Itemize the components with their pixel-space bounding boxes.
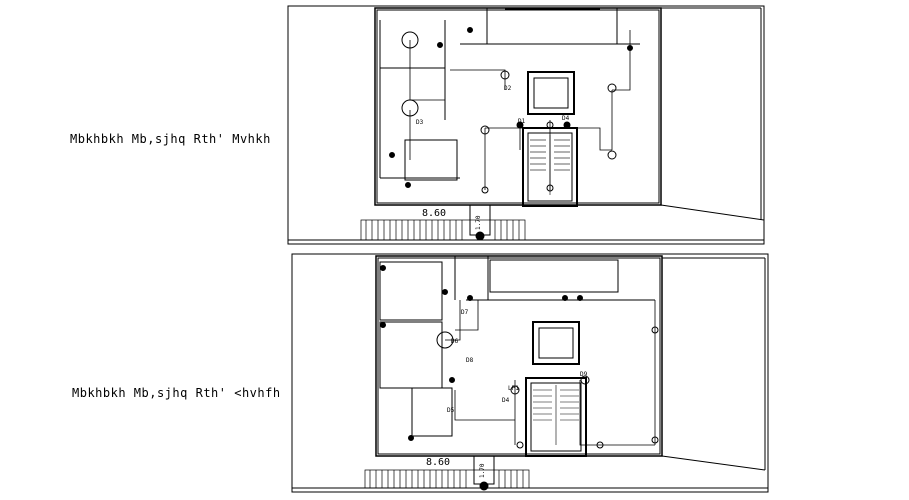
lower-bath [411,387,453,437]
upper-light-2 [607,83,617,93]
lower-tag-d8: D8 [466,357,474,364]
upper-switch-2 [563,121,571,129]
upper-light-1 [500,70,510,80]
upper-light-3 [607,150,617,160]
upper-tag-d4: D4 [562,115,570,122]
lower-light-6 [516,441,524,449]
lower-plan: 8.60 1.70 D7 D6 D8 D5 LP1 D4 D9 [291,253,769,493]
lower-tag-d5: D5 [447,407,455,414]
upper-light-4 [480,125,490,135]
lower-light-2 [510,385,520,395]
lower-stair-outer [525,377,587,457]
lower-wiring [445,300,656,446]
lower-tag-d4: D4 [502,397,510,404]
lower-switch-7 [449,377,455,383]
lower-switch-5 [562,295,568,301]
upper-switch-3 [467,27,473,33]
lower-building-outline [375,255,663,457]
lower-switch-8 [408,435,414,441]
lower-tag-d7: D7 [461,309,469,316]
lower-switch-4 [467,295,473,301]
lower-light-5 [596,441,604,449]
lower-entry-meter [479,481,489,491]
lower-light-4 [651,436,659,444]
lower-fixtures [380,265,659,449]
upper-dimension-text: 8.60 [422,208,446,219]
upper-light-6 [546,121,554,129]
lower-tag-lp1: LP1 [508,385,519,392]
upper-switch-6 [405,182,411,188]
upper-fan-2 [401,99,419,117]
upper-tag-d1: D1 [518,118,526,125]
lower-dimension-text: 8.60 [426,457,450,468]
upper-entry-meter [475,231,485,241]
lower-yard-line [661,455,766,471]
upper-wiring [409,30,631,190]
lower-switch-3 [442,289,448,295]
upper-fan-1 [401,31,419,49]
lower-switch-1 [380,265,386,271]
upper-stair-dim-text: 1.70 [475,215,482,230]
lower-switch-2 [380,322,386,328]
upper-switch-4 [437,42,443,48]
upper-tag-d3: D3 [416,119,424,126]
upper-yard-line [660,204,765,221]
upper-bath [404,139,458,181]
upper-plot-boundary [287,5,765,245]
lower-light-3 [651,326,659,334]
lower-switch-6 [577,295,583,301]
upper-light-5 [481,186,489,194]
lower-stair-inner [530,382,582,452]
lower-plan-caption: Mbkhbkh Mb,sjhq Rth' <hvhfh [72,386,281,400]
upper-lift-inner [533,77,569,109]
lower-room-2 [379,321,443,389]
upper-top-balcony [486,7,618,45]
lower-front-steps [364,469,530,489]
upper-fixtures [389,27,633,194]
lower-stair-treads [533,385,579,445]
upper-plan-caption: Mbkhbkh Mb,sjhq Rth' Mvhkh [70,132,271,146]
upper-tag-d2: D2 [504,85,512,92]
lower-fan-1 [436,331,454,349]
lower-tag-d9: D9 [580,371,588,378]
lower-tag-d6: D6 [451,338,459,345]
lower-top-counter [489,259,619,293]
lower-lift-inner [538,327,574,359]
upper-lift-outer [527,71,575,115]
lower-light-1 [580,375,590,385]
upper-stair-treads [530,135,570,195]
upper-light-7 [546,184,554,192]
lower-lift-outer [532,321,580,365]
lower-room-1 [379,261,443,321]
upper-front-steps [360,219,526,241]
lower-plot-boundary [291,253,769,493]
lower-stair-dim-text: 1.70 [479,463,486,478]
lower-building-inner [377,257,661,455]
upper-switch-5 [389,152,395,158]
upper-plan: 8.60 1.70 D2 D3 D1 D4 [287,5,765,245]
upper-switch-7 [627,45,633,51]
upper-switch-1 [516,121,524,129]
